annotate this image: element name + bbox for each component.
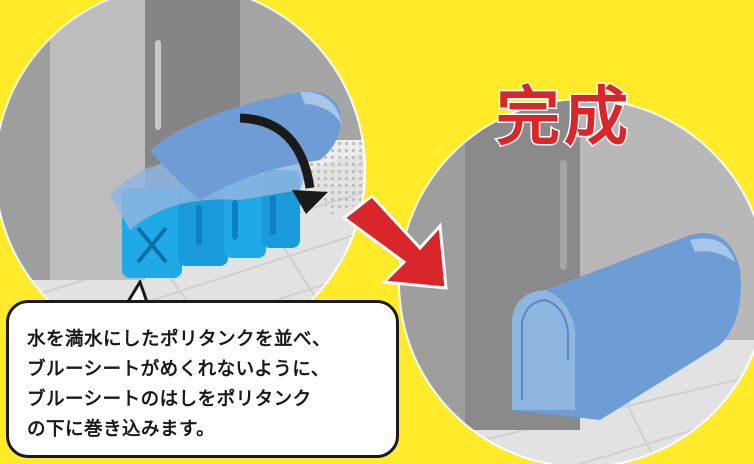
- blue-tarp-covered: [512, 233, 741, 420]
- next-step-arrow: [341, 193, 448, 290]
- completion-title: 完成: [495, 80, 632, 157]
- caption-line-1: 水を満水にしたポリタンクを並べ、: [27, 329, 332, 350]
- after-scene: [398, 98, 754, 464]
- caption-line-4: の下に巻き込みます。: [27, 419, 216, 440]
- fold-arrow: [239, 113, 328, 214]
- blue-tarp-lifted: [110, 91, 342, 230]
- caption-line-3: ブルーシートのはしをポリタンク: [27, 389, 312, 410]
- caption-line-2: ブルーシートがめくれないように、: [27, 359, 330, 380]
- instruction-caption: 水を満水にしたポリタンクを並べ、 ブルーシートがめくれないように、 ブルーシート…: [6, 300, 399, 458]
